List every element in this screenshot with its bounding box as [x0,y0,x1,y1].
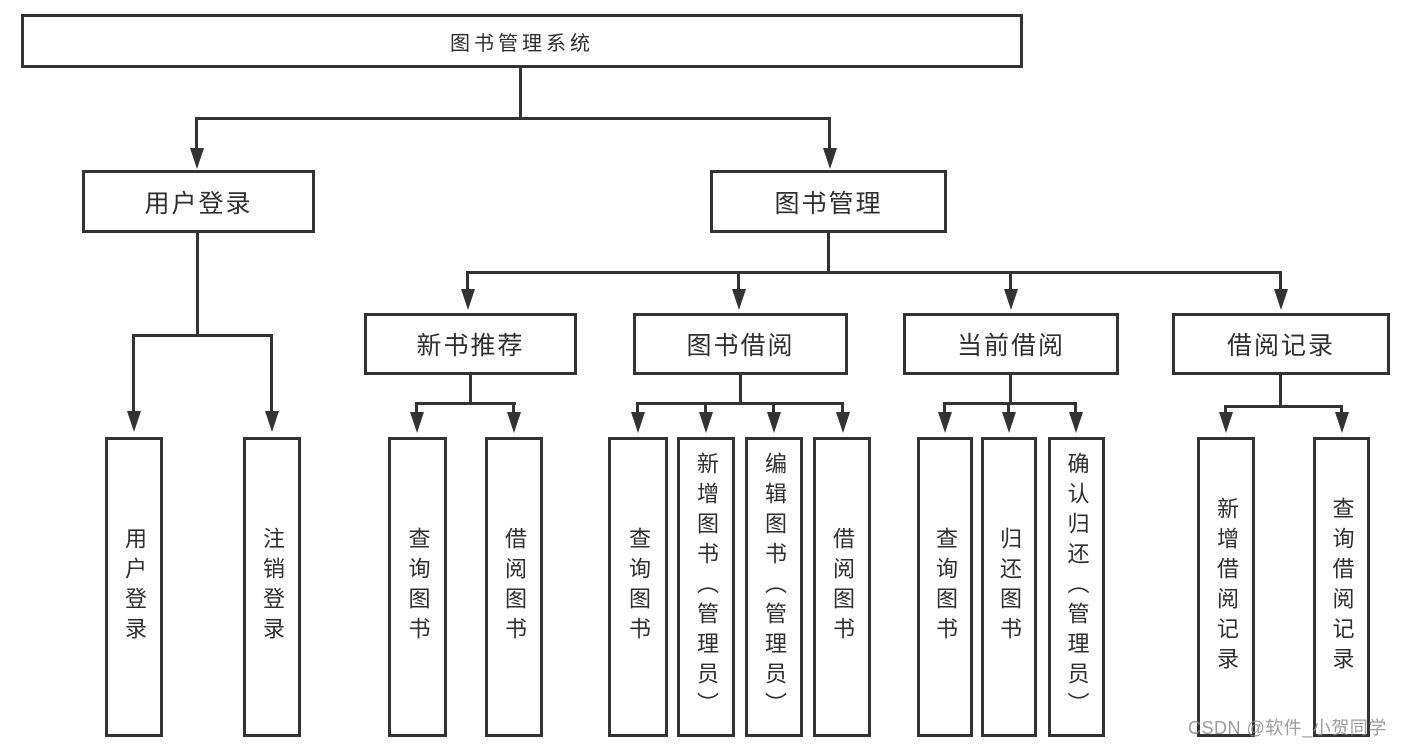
connector-line [943,402,946,415]
node-new-book-recommend: 新书推荐 [364,313,577,375]
node-borrowing-records: 借阅记录 [1172,313,1390,375]
leaf-query-borrow-record: 查询借阅记录 [1313,437,1370,737]
connector-line [636,402,639,415]
node-current-borrowing: 当前借阅 [903,313,1119,375]
leaf-return-books: 归还图书 [981,437,1037,737]
arrowhead-down-icon [1274,289,1288,310]
node-label: 图书管理系统 [450,32,594,55]
arrowhead-down-icon [1002,412,1016,433]
arrowhead-down-icon [823,148,837,169]
connector-line [827,233,830,274]
node-label: 查询借阅记录 [1329,497,1355,677]
node-label: 图书借阅 [686,332,795,360]
node-label: 新增借阅记录 [1214,497,1239,677]
leaf-user-login: 用户登录 [105,437,163,737]
arrowhead-down-icon [1069,412,1083,433]
node-label: 用户登录 [144,189,253,218]
arrowhead-down-icon [631,412,645,433]
node-label: 借阅图书 [502,527,527,647]
leaf-add-borrow-record: 新增借阅记录 [1197,437,1255,737]
arrowhead-down-icon [190,148,204,169]
connector-line [519,68,522,120]
connector-line [636,402,844,405]
connector-line [132,334,273,337]
connector-line [1279,375,1282,408]
connector-line [1279,271,1282,293]
arrowhead-down-icon [1004,289,1018,310]
connector-line [1009,375,1012,405]
connector-line [270,334,273,414]
connector-line [512,402,515,415]
node-label: 查询图书 [405,527,431,647]
node-label: 注销登录 [260,527,285,647]
connector-line [415,402,516,405]
node-label: 新书推荐 [416,332,525,360]
connector-line [195,117,831,120]
arrowhead-down-icon [265,411,279,432]
connector-line [1224,405,1227,415]
leaf-borrow-books-recommend: 借阅图书 [485,437,543,737]
connector-line [943,402,1077,405]
leaf-confirm-return-admin: 确认归还（管理员） [1048,437,1105,737]
connector-line [739,375,742,405]
connector-line [704,402,707,415]
connector-line [737,271,740,293]
node-book-management: 图书管理 [710,170,947,233]
arrowhead-down-icon [507,412,521,433]
arrowhead-down-icon [127,411,141,432]
arrowhead-down-icon [1335,412,1349,433]
node-label: 用户登录 [122,527,147,647]
connector-line [466,271,469,293]
node-label: 查询图书 [626,527,651,647]
arrowhead-down-icon [1219,412,1233,433]
arrowhead-down-icon [938,412,952,433]
leaf-query-books-current: 查询图书 [917,437,973,737]
connector-line [195,117,198,151]
connector-line [828,117,831,151]
connector-line [772,402,775,415]
connector-line [841,402,844,415]
node-label: 借阅记录 [1226,332,1335,360]
arrowhead-down-icon [461,289,475,310]
leaf-query-books-borrowing: 查询图书 [608,437,668,737]
leaf-edit-books-admin: 编辑图书（管理员） [745,437,803,737]
arrowhead-down-icon [836,412,850,433]
node-user-login: 用户登录 [82,170,315,233]
node-label: 查询图书 [933,527,958,647]
node-label: 归还图书 [997,527,1022,647]
node-label: 新增图书（管理员） [694,452,719,722]
csdn-watermark: CSDN @软件_小贺同学 [1188,718,1387,738]
connector-line [1224,405,1343,408]
arrowhead-down-icon [767,412,781,433]
connector-line [132,334,135,414]
leaf-query-books-recommend: 查询图书 [388,437,447,737]
connector-line [1009,271,1012,293]
arrowhead-down-icon [699,412,713,433]
arrowhead-down-icon [410,412,424,433]
node-label: 编辑图书（管理员） [762,452,787,722]
connector-line [469,375,472,405]
arrowhead-down-icon [732,289,746,310]
connector-line [1340,405,1343,415]
connector-line [1074,402,1077,415]
node-label: 确认归还（管理员） [1064,452,1090,722]
node-library-management-system: 图书管理系统 [21,14,1023,68]
node-label: 借阅图书 [830,527,855,647]
connector-line [1007,402,1010,415]
leaf-borrow-books-borrowing: 借阅图书 [813,437,871,737]
connector-line [196,233,199,337]
leaf-add-books-admin: 新增图书（管理员） [677,437,735,737]
node-label: 当前借阅 [956,332,1065,360]
connector-line [466,271,1282,274]
node-book-borrowing: 图书借阅 [633,313,848,375]
leaf-logout: 注销登录 [243,437,301,737]
node-label: 图书管理 [774,189,883,218]
connector-line [415,402,418,415]
